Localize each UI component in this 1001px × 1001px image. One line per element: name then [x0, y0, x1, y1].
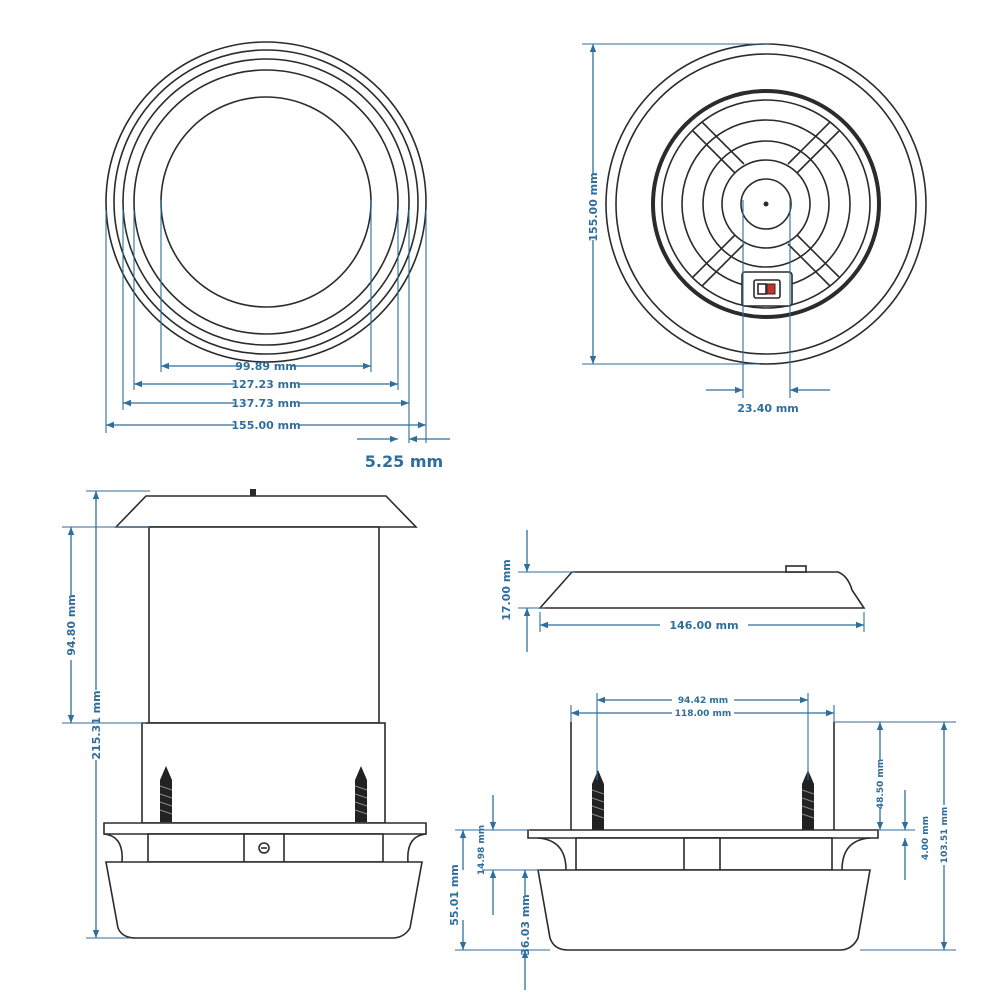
dim-94-80: 94.80 mm — [65, 594, 78, 656]
dim-5-25: 5.25 mm — [365, 452, 443, 471]
front-view: 99.89 mm 127.23 mm 137.73 mm 155.00 mm 5… — [105, 41, 450, 471]
dim-155-00-back: 155.00 mm — [587, 172, 600, 241]
dim-118-00: 118.00 mm — [675, 709, 732, 719]
side-view-profile: 17.00 mm 146.00 mm — [500, 530, 866, 652]
dim-55-01: 55.01 mm — [448, 864, 461, 926]
dim-155-00-front: 155.00 mm — [231, 419, 300, 432]
dim-17-00: 17.00 mm — [500, 559, 513, 621]
side-view-installed: 215.31 mm 94.80 mm — [62, 489, 427, 939]
screw-left-mount — [591, 770, 605, 830]
dim-48-50: 48.50 mm — [876, 759, 886, 809]
screw-left — [159, 766, 173, 822]
dim-215-31: 215.31 mm — [90, 690, 103, 759]
dim-99-89: 99.89 mm — [235, 360, 297, 373]
screw-right-mount — [801, 770, 815, 830]
dim-94-42: 94.42 mm — [678, 696, 728, 706]
dim-23-40: 23.40 mm — [737, 402, 799, 415]
screw-right — [354, 766, 368, 822]
dim-36-03: 36.03 mm — [519, 894, 532, 956]
side-view-mounting: 94.42 mm 118.00 mm 48.50 mm 4.00 mm 103.… — [448, 693, 956, 990]
dim-127-23: 127.23 mm — [231, 378, 300, 391]
dim-14-98: 14.98 mm — [477, 825, 487, 875]
dim-137-73: 137.73 mm — [231, 397, 300, 410]
back-view: 155.00 mm 23.40 mm — [582, 43, 927, 415]
dim-103-51: 103.51 mm — [940, 807, 950, 864]
dim-146-00: 146.00 mm — [669, 619, 738, 632]
dim-4-00: 4.00 mm — [921, 816, 931, 860]
